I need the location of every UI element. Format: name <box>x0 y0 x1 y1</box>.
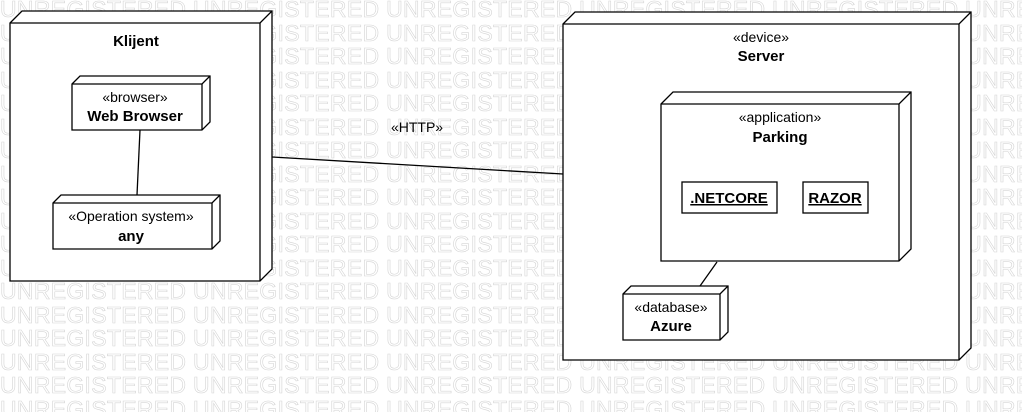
node-database-azure[interactable] <box>622 285 729 341</box>
node-os-stereotype: «Operation system» <box>68 208 193 224</box>
node-web-browser[interactable] <box>71 75 211 131</box>
http-label: «HTTP» <box>391 119 443 135</box>
artifact-razor-label: RAZOR <box>808 190 861 207</box>
artifact-netcore[interactable] <box>681 181 778 214</box>
node-server-name: Server <box>738 48 785 65</box>
node-server-stereotype: «device» <box>733 29 789 45</box>
connector-parking-database <box>699 261 718 287</box>
node-klijent-name: Klijent <box>113 33 159 50</box>
node-parking-stereotype: «application» <box>739 109 822 125</box>
node-parking[interactable] <box>660 91 912 262</box>
node-parking-name: Parking <box>752 129 807 146</box>
node-operation-system[interactable] <box>52 194 221 250</box>
node-database-name: Azure <box>650 318 692 335</box>
node-os-name: any <box>118 228 145 245</box>
node-database-stereotype: «database» <box>634 299 707 315</box>
connector-browser-os <box>136 129 141 196</box>
connector-http <box>271 156 564 175</box>
artifact-netcore-label: .NETCORE <box>690 190 768 207</box>
node-web-browser-name: Web Browser <box>87 108 183 125</box>
node-web-browser-stereotype: «browser» <box>102 89 168 105</box>
artifact-razor[interactable] <box>802 181 869 214</box>
